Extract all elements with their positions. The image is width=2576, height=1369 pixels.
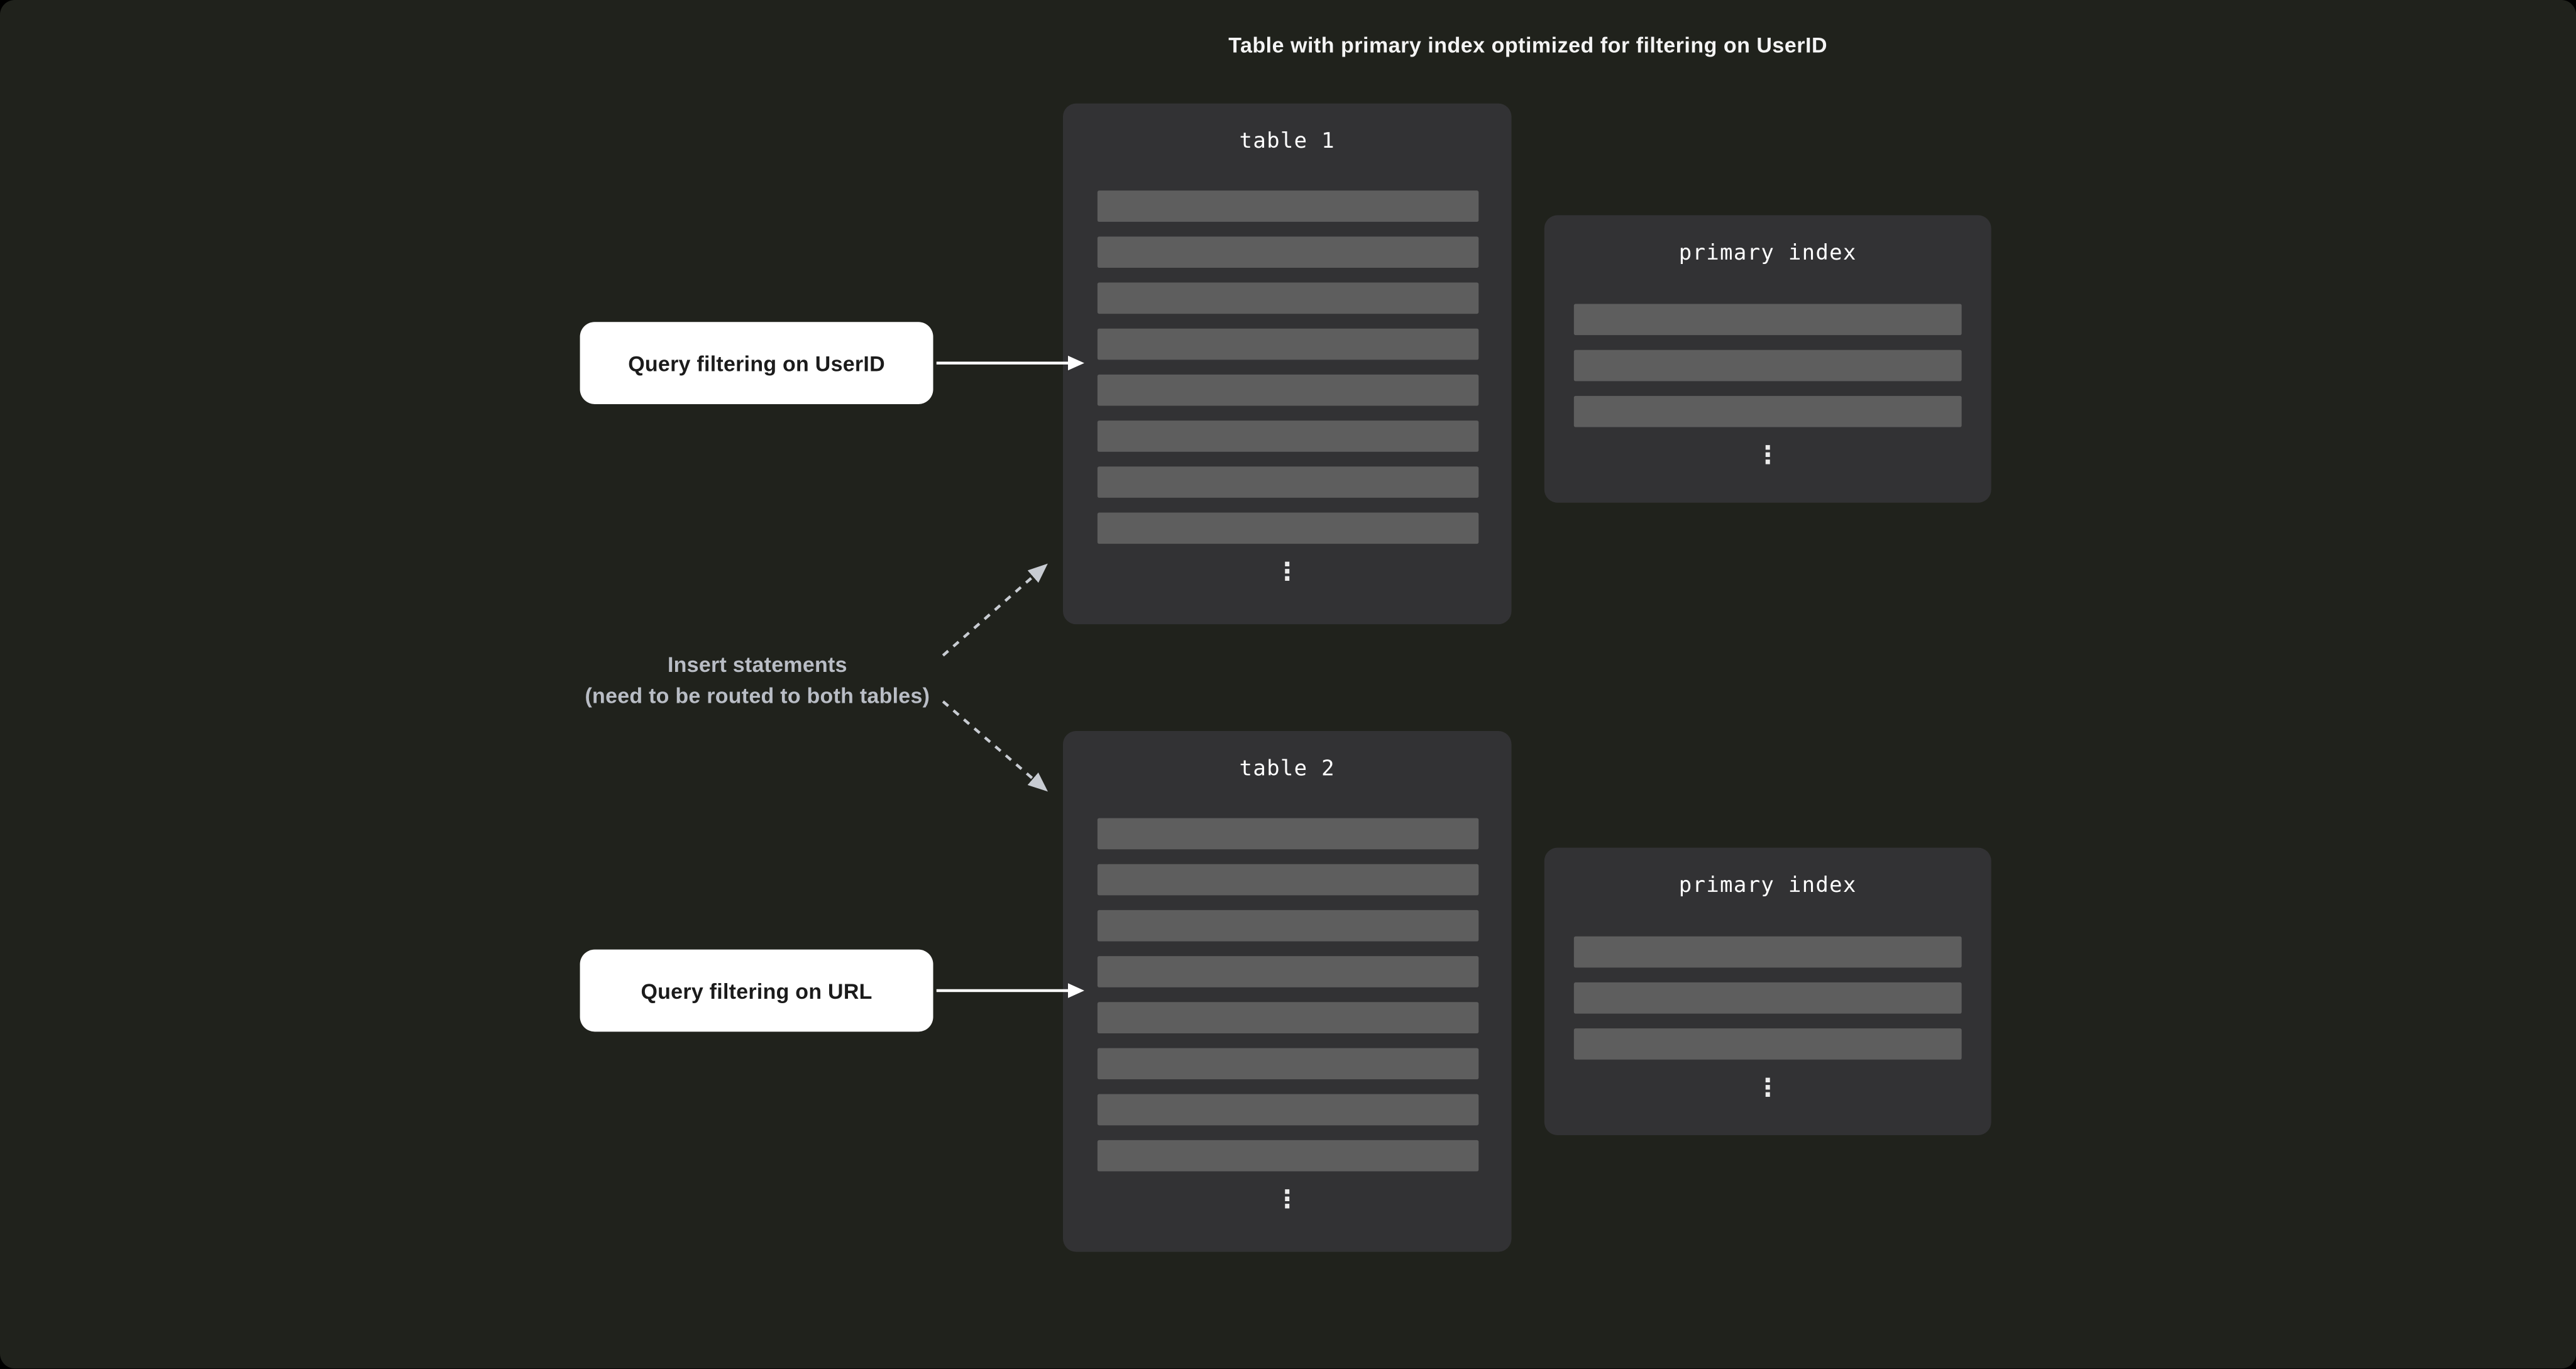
table-row <box>1097 374 1479 406</box>
insert-arrow-to-table2 <box>942 700 1049 792</box>
caption-top: Table with primary index optimized for f… <box>1228 33 1828 58</box>
table-row <box>1097 236 1479 268</box>
table-row <box>1097 1002 1479 1033</box>
table-2-ellipsis: ⋮ <box>1275 1184 1300 1214</box>
primary-index-2-ellipsis: ⋮ <box>1755 1072 1780 1102</box>
insert-statements-note: Insert statements (need to be routed to … <box>429 649 1086 711</box>
table-row <box>1097 1094 1479 1126</box>
table-row <box>1097 1048 1479 1080</box>
index-row <box>1573 304 1962 336</box>
table-2-rows <box>1097 818 1479 1172</box>
table-row <box>1097 818 1479 850</box>
table-1-panel: table 1 ⋮ <box>1062 103 1512 625</box>
index-row <box>1573 936 1962 968</box>
insert-statements-note-line2: (need to be routed to both tables) <box>585 683 930 708</box>
table-row <box>1097 1140 1479 1172</box>
table-row <box>1097 421 1479 452</box>
table-row <box>1097 190 1479 222</box>
primary-index-1-title: primary index <box>1678 241 1857 267</box>
table-row <box>1097 956 1479 987</box>
table-2-title: table 2 <box>1239 757 1335 783</box>
index-row <box>1573 349 1962 382</box>
table-1-ellipsis: ⋮ <box>1275 557 1300 587</box>
table-1-title: table 1 <box>1239 129 1335 155</box>
primary-index-2-panel: primary index ⋮ <box>1544 847 1991 1135</box>
table-2-panel: table 2 ⋮ <box>1062 731 1512 1252</box>
table-row <box>1097 910 1479 942</box>
table-row <box>1097 282 1479 314</box>
table-1-rows <box>1097 190 1479 544</box>
primary-index-1-ellipsis: ⋮ <box>1755 440 1780 470</box>
primary-index-2-rows <box>1573 936 1962 1060</box>
index-row <box>1573 1028 1962 1060</box>
table-row <box>1097 328 1479 360</box>
query-filtering-userid-label: Query filtering on UserID <box>580 322 933 404</box>
index-row <box>1573 982 1962 1014</box>
table-row <box>1097 466 1479 498</box>
primary-index-1-rows <box>1573 304 1962 427</box>
table-row <box>1097 512 1479 544</box>
primary-index-2-title: primary index <box>1678 874 1857 899</box>
primary-index-1-panel: primary index ⋮ <box>1544 215 1991 503</box>
index-row <box>1573 395 1962 427</box>
table-row <box>1097 864 1479 896</box>
query-filtering-url-label: Query filtering on URL <box>580 949 933 1032</box>
insert-arrow-to-table1 <box>942 563 1048 657</box>
insert-statements-note-line1: Insert statements <box>667 652 847 677</box>
